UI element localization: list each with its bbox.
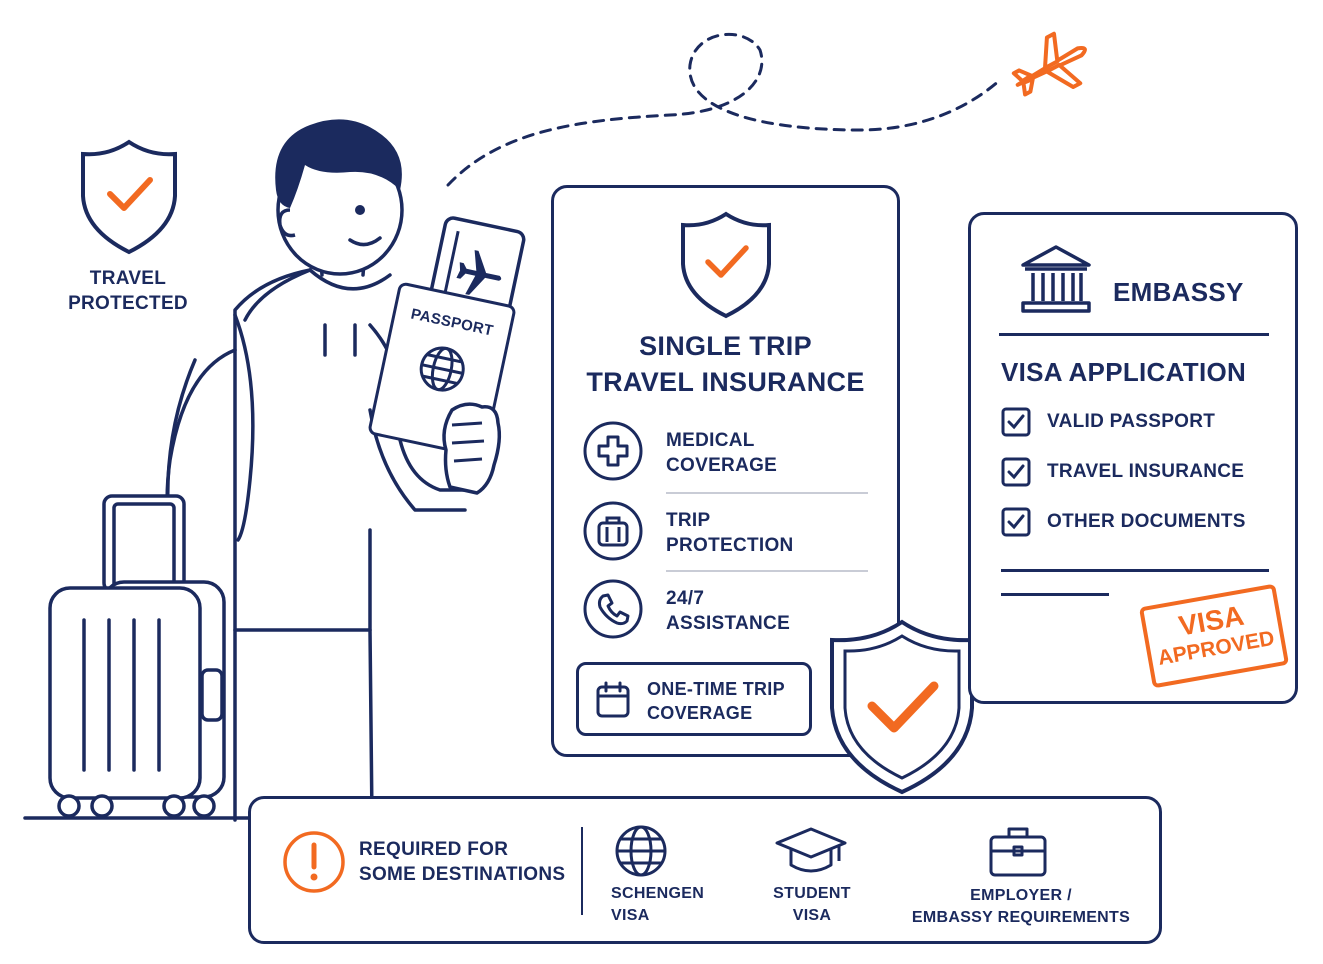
warning-icon <box>283 831 345 893</box>
embassy-card: EMBASSY VISA APPLICATION VALID PASSPORT … <box>968 212 1298 704</box>
badge-line1: TRAVEL <box>89 268 167 289</box>
insurance-card: SINGLE TRIP TRAVEL INSURANCE MEDICAL COV… <box>551 185 900 757</box>
feature-medical-coverage: MEDICAL COVERAGE <box>582 420 872 482</box>
feature-trip-protection: TRIP PROTECTION <box>582 500 872 562</box>
requirement-line1: STUDENT <box>773 885 851 902</box>
vertical-divider <box>581 827 583 915</box>
requirement-line1: SCHENGEN <box>611 885 705 902</box>
one-time-coverage-box: ONE-TIME TRIP COVERAGE <box>576 662 812 736</box>
visa-application-title: VISA APPLICATION <box>1001 357 1247 387</box>
notice-line2: SOME DESTINATIONS <box>359 864 566 885</box>
checklist-label: TRAVEL INSURANCE <box>1047 461 1245 482</box>
checklist-label: VALID PASSPORT <box>1047 411 1216 432</box>
feature-line1: MEDICAL <box>666 430 755 451</box>
feature-line1: 24/7 <box>666 588 705 609</box>
passport: PASSPORT <box>367 281 517 459</box>
feature-assistance: 24/7 ASSISTANCE <box>582 578 872 640</box>
requirement-line1: EMPLOYER / <box>970 887 1072 904</box>
divider <box>666 570 868 572</box>
calendar-icon <box>596 681 630 718</box>
requirements-notice: REQUIRED FOR SOME DESTINATIONS <box>359 837 565 887</box>
traveler-illustration <box>23 119 482 822</box>
feature-line1: TRIP <box>666 510 711 531</box>
suitcase-icon <box>48 494 226 818</box>
checkbox-checked-icon[interactable] <box>1001 457 1031 487</box>
shield-check-icon <box>681 211 771 319</box>
divider <box>999 333 1269 336</box>
feature-line2: PROTECTION <box>666 535 794 556</box>
graduation-cap-icon <box>775 827 847 873</box>
requirement-line2: EMBASSY REQUIREMENTS <box>911 909 1131 926</box>
briefcase-icon <box>989 827 1047 877</box>
embassy-title: EMBASSY <box>1113 277 1244 307</box>
travel-protected-label: TRAVEL PROTECTED <box>58 266 198 316</box>
requirement-line2: VISA <box>792 907 832 924</box>
shield-check-icon <box>81 139 177 255</box>
luggage-icon <box>583 501 643 561</box>
requirement-line2: VISA <box>611 907 650 924</box>
phone-icon <box>583 579 643 639</box>
requirement-employer-embassy: EMPLOYER / EMBASSY REQUIREMENTS <box>903 819 1143 929</box>
insurance-title-line2: TRAVEL INSURANCE <box>586 367 865 397</box>
checkbox-checked-icon[interactable] <box>1001 407 1031 437</box>
coverage-line2: COVERAGE <box>647 703 753 723</box>
feature-line2: ASSISTANCE <box>666 613 791 634</box>
passport-label: PASSPORT <box>409 305 495 340</box>
large-shield-check-icon <box>830 619 974 795</box>
feature-line2: COVERAGE <box>666 455 778 476</box>
hand <box>442 402 502 495</box>
coverage-line1: ONE-TIME TRIP <box>647 679 785 699</box>
checklist-label: OTHER DOCUMENTS <box>1047 511 1246 532</box>
airplane-icon <box>1011 31 1087 97</box>
requirement-schengen-visa: SCHENGEN VISA <box>601 819 717 929</box>
globe-icon <box>615 825 667 877</box>
flight-path <box>446 33 1002 187</box>
notice-line1: REQUIRED FOR <box>359 839 509 860</box>
visa-approved-stamp: VISA APPROVED <box>1138 583 1290 689</box>
requirement-student-visa: STUDENT VISA <box>757 819 867 929</box>
bank-icon <box>1021 245 1091 313</box>
insurance-title: SINGLE TRIP TRAVEL INSURANCE <box>554 328 897 400</box>
insurance-title-line1: SINGLE TRIP <box>639 331 812 361</box>
divider <box>666 492 868 494</box>
badge-line2: PROTECTED <box>68 293 188 314</box>
signature-line <box>1001 569 1269 572</box>
globe-icon <box>419 346 465 392</box>
signature-line-short <box>1001 593 1109 596</box>
requirements-bar: REQUIRED FOR SOME DESTINATIONS SCHENGEN … <box>248 796 1162 944</box>
checkbox-checked-icon[interactable] <box>1001 507 1031 537</box>
medical-cross-icon <box>583 421 643 481</box>
